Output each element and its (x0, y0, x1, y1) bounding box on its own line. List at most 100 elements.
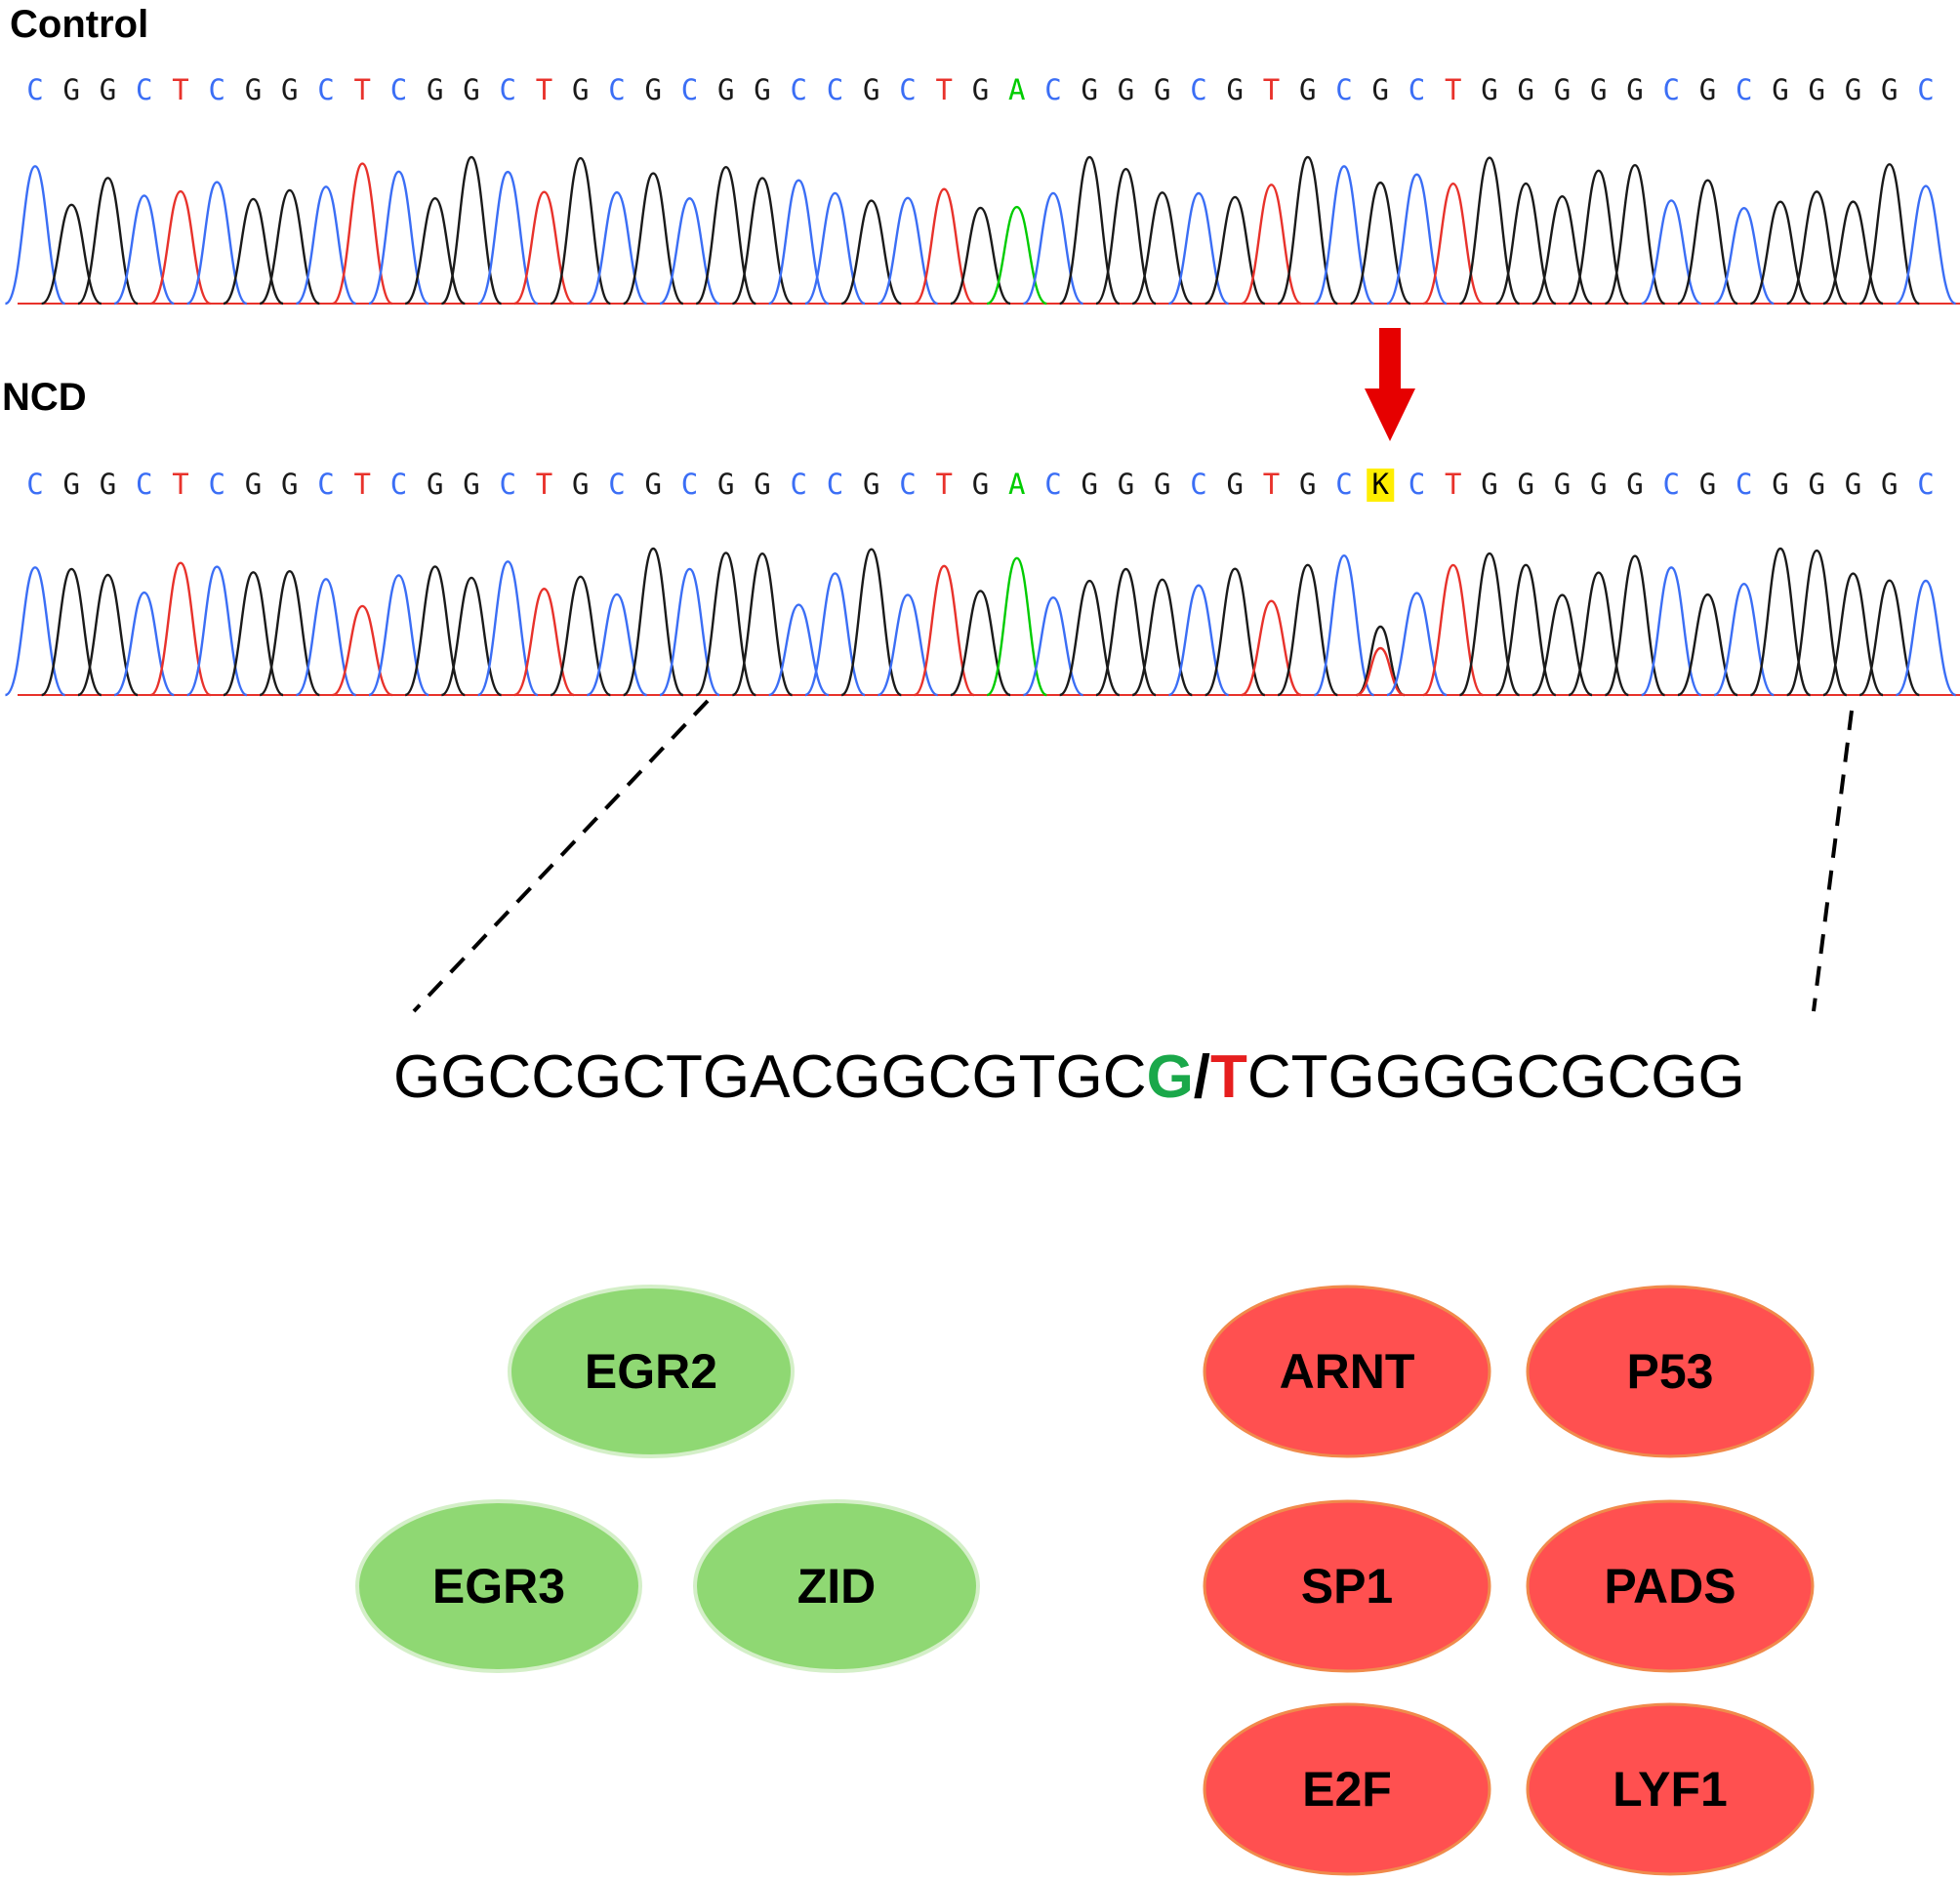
chromatogram-peak (440, 576, 503, 697)
lost-factor-sp1: SP1 (1203, 1499, 1491, 1673)
base-call: C (390, 73, 407, 106)
chromatogram-peak (513, 190, 575, 306)
base-call: C (827, 73, 843, 106)
base-call: G (1299, 73, 1316, 106)
zoom-line-left (412, 699, 710, 1013)
chromatogram-peak (659, 197, 720, 306)
base-call: C (317, 468, 334, 501)
base-call: G (63, 468, 80, 501)
chromatogram-peak (1713, 582, 1775, 697)
base-call: G (463, 468, 479, 501)
base-call: G (463, 73, 479, 106)
base-call: G (1227, 468, 1244, 501)
base-call: G (1626, 73, 1643, 106)
chromatogram-peak (1895, 579, 1957, 697)
base-call: G (281, 73, 298, 106)
base-call: G (754, 73, 770, 106)
chromatogram-peak (259, 570, 320, 697)
base-call: G (1082, 73, 1098, 106)
base-call: G (1118, 468, 1134, 501)
ncd-chromatogram (4, 547, 1960, 697)
chromatogram-peak (1895, 184, 1957, 306)
zoom-line-right (1812, 710, 1854, 1012)
base-call: G (645, 468, 662, 501)
base-call: G (645, 73, 662, 106)
base-call: C (136, 73, 152, 106)
chromatogram-peak (804, 191, 866, 306)
chromatogram-peak (1350, 181, 1411, 306)
base-call: T (536, 73, 552, 106)
chromatogram-peak (986, 205, 1047, 306)
base-call: C (791, 468, 807, 501)
base-call: C (1409, 468, 1425, 501)
base-call: G (245, 73, 262, 106)
base-call: G (1590, 468, 1607, 501)
chromatogram-peak (877, 593, 939, 697)
base-call: C (1917, 73, 1934, 106)
motif-suffix: CTGGGGCGCGG (1247, 1043, 1745, 1111)
motif-sequence: GGCCGCTGACGGCGTGCG/TCTGGGGCGCGG (393, 1043, 1745, 1111)
chromatogram-peak (950, 590, 1011, 697)
motif-separator: / (1194, 1043, 1210, 1111)
base-call: C (608, 468, 625, 501)
motif-variant-base: T (1210, 1043, 1247, 1111)
base-call: G (1481, 468, 1497, 501)
chromatogram-peak (4, 165, 66, 306)
ambiguous-call-highlight (1367, 469, 1395, 502)
base-call: G (100, 73, 116, 106)
base-call: T (354, 468, 371, 501)
svg-text:P53: P53 (1627, 1344, 1714, 1399)
chromatogram-peak (149, 189, 212, 306)
base-call: C (1735, 73, 1752, 106)
chromatogram-peak (1858, 163, 1920, 306)
chromatogram-peak (623, 172, 684, 306)
chromatogram-peak (368, 574, 429, 697)
base-call: G (717, 468, 734, 501)
chromatogram-peak (149, 561, 212, 697)
svg-text:EGR2: EGR2 (585, 1344, 717, 1399)
base-call: G (572, 468, 589, 501)
base-call: T (936, 468, 953, 501)
chromatogram-peak (186, 181, 248, 306)
chromatogram-peak (404, 196, 466, 306)
chromatogram-peak (840, 199, 902, 306)
chromatogram-peak (1749, 200, 1812, 306)
base-call: G (100, 468, 116, 501)
variant-arrow-icon (1365, 328, 1415, 441)
chromatogram-peak (1604, 164, 1666, 306)
chromatogram-peak (1641, 566, 1702, 697)
chromatogram-peak (1205, 567, 1266, 697)
base-call: T (936, 73, 953, 106)
base-call: G (1518, 73, 1534, 106)
base-call: G (1082, 468, 1098, 501)
chromatogram-peak (1677, 179, 1738, 306)
chromatogram-peak (1022, 191, 1084, 306)
base-call: C (1044, 73, 1061, 106)
chromatogram-peak (731, 552, 794, 697)
base-call: C (791, 73, 807, 106)
base-call: G (1590, 73, 1607, 106)
base-call: C (1335, 73, 1352, 106)
base-call: G (1881, 73, 1898, 106)
chromatogram-peak (914, 564, 975, 697)
chromatogram-peak (877, 196, 939, 306)
base-call: C (500, 468, 516, 501)
svg-text:ARNT: ARNT (1280, 1344, 1415, 1399)
chromatogram-peak (695, 552, 756, 697)
base-call: C (1335, 468, 1352, 501)
chromatogram-peak (1095, 567, 1157, 697)
svg-text:EGR3: EGR3 (432, 1559, 565, 1614)
base-call: G (1699, 73, 1716, 106)
svg-text:E2F: E2F (1302, 1762, 1392, 1817)
base-call: G (1299, 468, 1316, 501)
base-call: G (1372, 73, 1389, 106)
base-call: C (500, 73, 516, 106)
base-call: C (1735, 468, 1752, 501)
base-call: C (899, 73, 916, 106)
base-call: C (681, 73, 698, 106)
chromatogram-peak (4, 566, 66, 697)
base-call: G (754, 468, 770, 501)
